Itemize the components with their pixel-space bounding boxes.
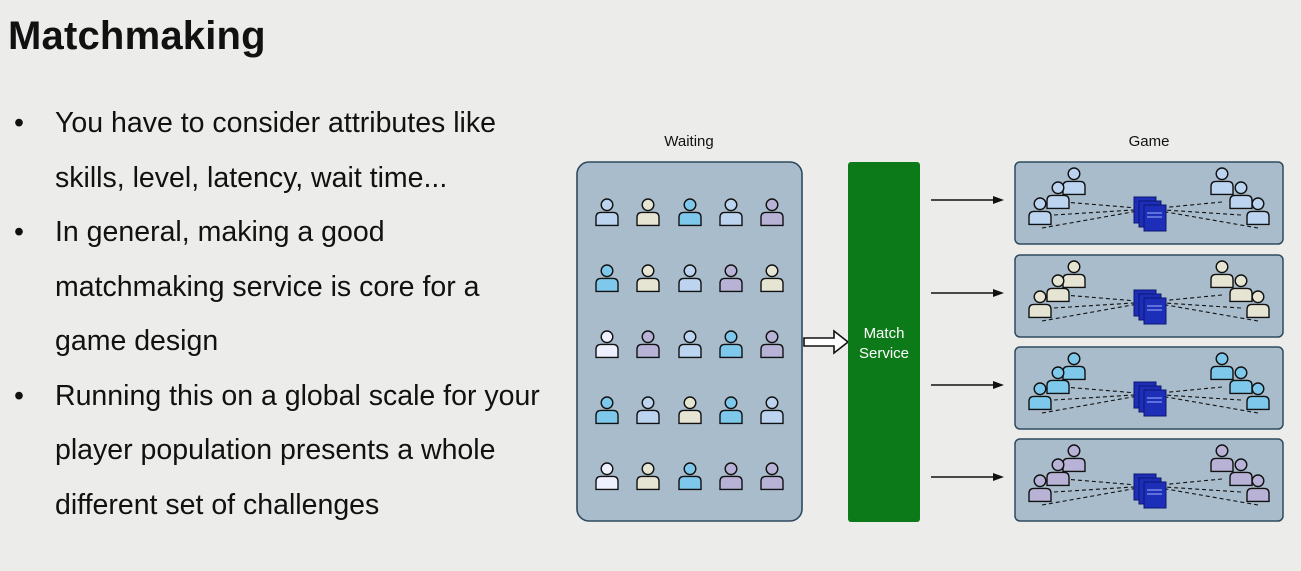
game-session [931, 438, 1284, 522]
person-icon [760, 330, 784, 359]
person-icon [719, 462, 743, 491]
person-icon [595, 330, 619, 359]
team-right [1210, 352, 1270, 411]
arrow-to-game-icon [931, 289, 1004, 297]
person-icon [636, 462, 660, 491]
game-label: Game [1129, 133, 1170, 150]
bullet-text: You have to consider attributes like ski… [55, 107, 496, 194]
team-left [1028, 352, 1086, 411]
bullet-item: • You have to consider attributes like s… [14, 96, 554, 205]
arrow-to-game-icon [931, 473, 1004, 481]
person-icon [1028, 382, 1052, 411]
bullet-marker: • [14, 379, 24, 412]
server-icon [1133, 381, 1167, 417]
team-left [1028, 444, 1086, 503]
person-icon [595, 198, 619, 227]
arrow-to-game-icon [931, 196, 1004, 204]
match-service-box [848, 162, 920, 522]
person-icon [1046, 274, 1070, 303]
team-right [1210, 260, 1270, 319]
arrow-to-service-icon [803, 329, 850, 355]
game-session [931, 254, 1284, 338]
slide-title: Matchmaking [8, 14, 266, 58]
person-icon [1210, 260, 1234, 289]
waiting-players [595, 198, 784, 491]
person-icon [719, 396, 743, 425]
person-icon [1046, 366, 1070, 395]
bullet-item: • Running this on a global scale for you… [14, 369, 554, 533]
person-icon [636, 330, 660, 359]
person-icon [636, 396, 660, 425]
person-icon [1046, 181, 1070, 210]
person-icon [719, 330, 743, 359]
person-icon [595, 264, 619, 293]
person-icon [678, 264, 702, 293]
person-icon [678, 330, 702, 359]
person-icon [1229, 366, 1253, 395]
person-icon [678, 396, 702, 425]
person-icon [595, 396, 619, 425]
person-icon [636, 264, 660, 293]
server-icon [1133, 473, 1167, 509]
person-icon [719, 264, 743, 293]
person-icon [1210, 444, 1234, 473]
person-icon [1028, 474, 1052, 503]
team-right [1210, 167, 1270, 226]
person-icon [1246, 474, 1270, 503]
game-session [931, 161, 1284, 245]
person-icon [1246, 197, 1270, 226]
person-icon [760, 462, 784, 491]
bullet-text: In general, making a good matchmaking se… [55, 216, 480, 357]
bullet-text: Running this on a global scale for your … [55, 379, 540, 521]
person-icon [1229, 181, 1253, 210]
match-service-label-line2: Service [859, 345, 909, 362]
person-icon [760, 198, 784, 227]
bullet-marker: • [14, 216, 24, 248]
person-icon [1246, 382, 1270, 411]
person-icon [719, 198, 743, 227]
person-icon [1046, 458, 1070, 487]
bullet-item: • In general, making a good matchmaking … [14, 205, 554, 369]
bullet-marker: • [14, 107, 24, 139]
game-sessions [931, 161, 1284, 522]
person-icon [678, 462, 702, 491]
person-icon [1028, 197, 1052, 226]
bullet-list: • You have to consider attributes like s… [14, 96, 554, 532]
person-icon [1062, 352, 1086, 381]
team-right [1210, 444, 1270, 503]
person-icon [678, 198, 702, 227]
person-icon [1028, 290, 1052, 319]
team-left [1028, 260, 1086, 319]
person-icon [760, 264, 784, 293]
game-session [931, 346, 1284, 430]
person-icon [636, 198, 660, 227]
server-icon [1133, 196, 1167, 232]
person-icon [1229, 274, 1253, 303]
team-left [1028, 167, 1086, 226]
match-service-label-line1: Match [864, 325, 905, 342]
person-icon [1246, 290, 1270, 319]
person-icon [760, 396, 784, 425]
server-icon [1133, 289, 1167, 325]
person-icon [1229, 458, 1253, 487]
person-icon [1210, 352, 1234, 381]
person-icon [595, 462, 619, 491]
person-icon [1210, 167, 1234, 196]
arrow-to-game-icon [931, 381, 1004, 389]
waiting-label: Waiting [664, 133, 713, 150]
